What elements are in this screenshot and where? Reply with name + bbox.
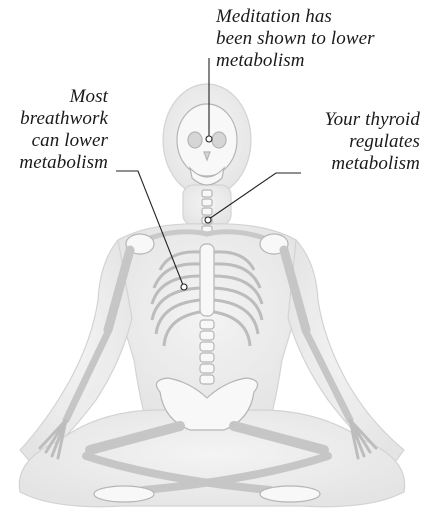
meditation-annotation: Meditation has been shown to lower metab…: [216, 6, 375, 72]
breathwork-dot: [181, 284, 187, 290]
thyroid-annotation: Your thyroid regulates metabolism: [296, 109, 420, 175]
thyroid-dot: [205, 217, 211, 223]
breathwork-annotation: Most breathwork can lower metabolism: [0, 86, 108, 174]
meditation-dot: [206, 136, 212, 142]
